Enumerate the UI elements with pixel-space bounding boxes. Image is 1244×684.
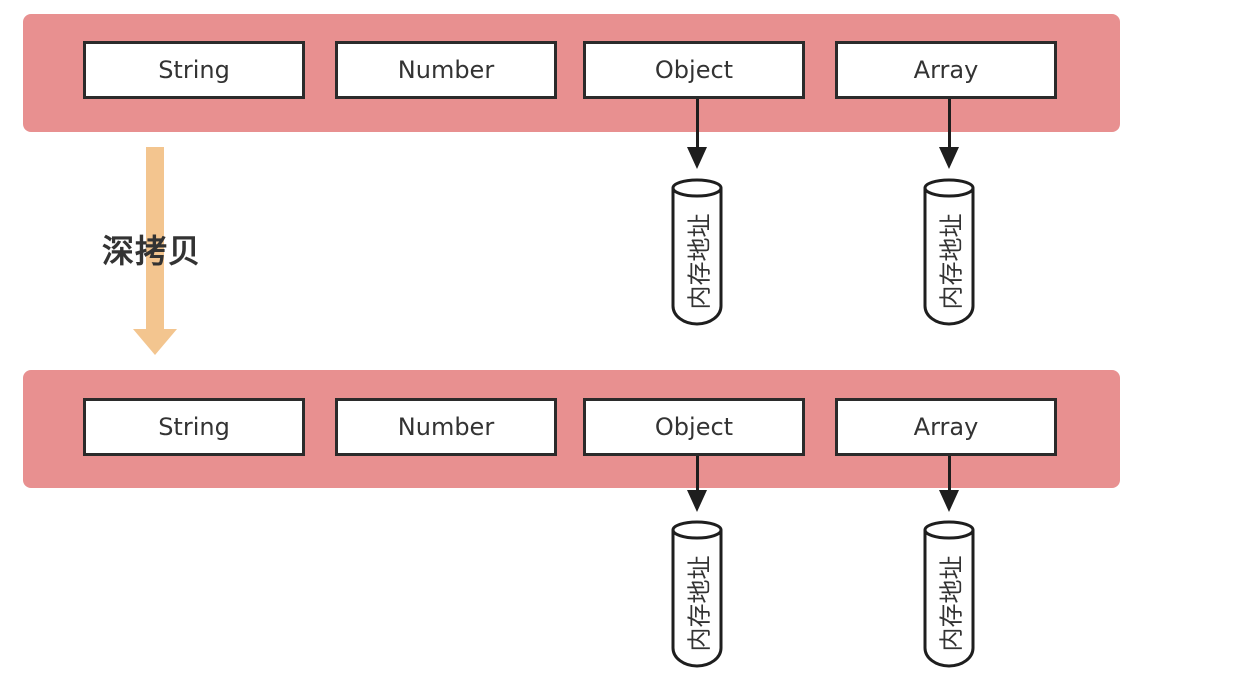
bottom-object-arrow-line xyxy=(696,456,699,492)
cylinder-icon xyxy=(671,520,723,668)
top-object-box: Object xyxy=(583,41,805,99)
memory-address-label: 内存地址 xyxy=(685,555,714,651)
cylinder-icon xyxy=(671,178,723,326)
bottom-array-arrow-head xyxy=(939,490,959,512)
top-array-memory-cylinder: 内存地址 xyxy=(923,178,975,326)
top-object-memory-cylinder: 内存地址 xyxy=(671,178,723,326)
memory-address-label: 内存地址 xyxy=(937,213,966,309)
top-object-arrow-head xyxy=(687,147,707,169)
bottom-string-box: String xyxy=(83,398,305,456)
top-number-box: Number xyxy=(335,41,557,99)
bottom-object-memory-cylinder: 内存地址 xyxy=(671,520,723,668)
top-array-arrow-line xyxy=(948,99,951,149)
bottom-array-box: Array xyxy=(835,398,1057,456)
bottom-object-arrow-head xyxy=(687,490,707,512)
bottom-array-arrow-line xyxy=(948,456,951,492)
top-string-box: String xyxy=(83,41,305,99)
memory-address-label: 内存地址 xyxy=(937,555,966,651)
cylinder-icon xyxy=(923,520,975,668)
top-array-box: Array xyxy=(835,41,1057,99)
deep-copy-label: 深拷贝 xyxy=(102,232,202,270)
cylinder-icon xyxy=(923,178,975,326)
top-object-arrow-line xyxy=(696,99,699,149)
top-array-arrow-head xyxy=(939,147,959,169)
memory-address-label: 内存地址 xyxy=(685,213,714,309)
deep-copy-arrow-icon xyxy=(133,147,177,355)
bottom-array-memory-cylinder: 内存地址 xyxy=(923,520,975,668)
bottom-number-box: Number xyxy=(335,398,557,456)
bottom-object-box: Object xyxy=(583,398,805,456)
